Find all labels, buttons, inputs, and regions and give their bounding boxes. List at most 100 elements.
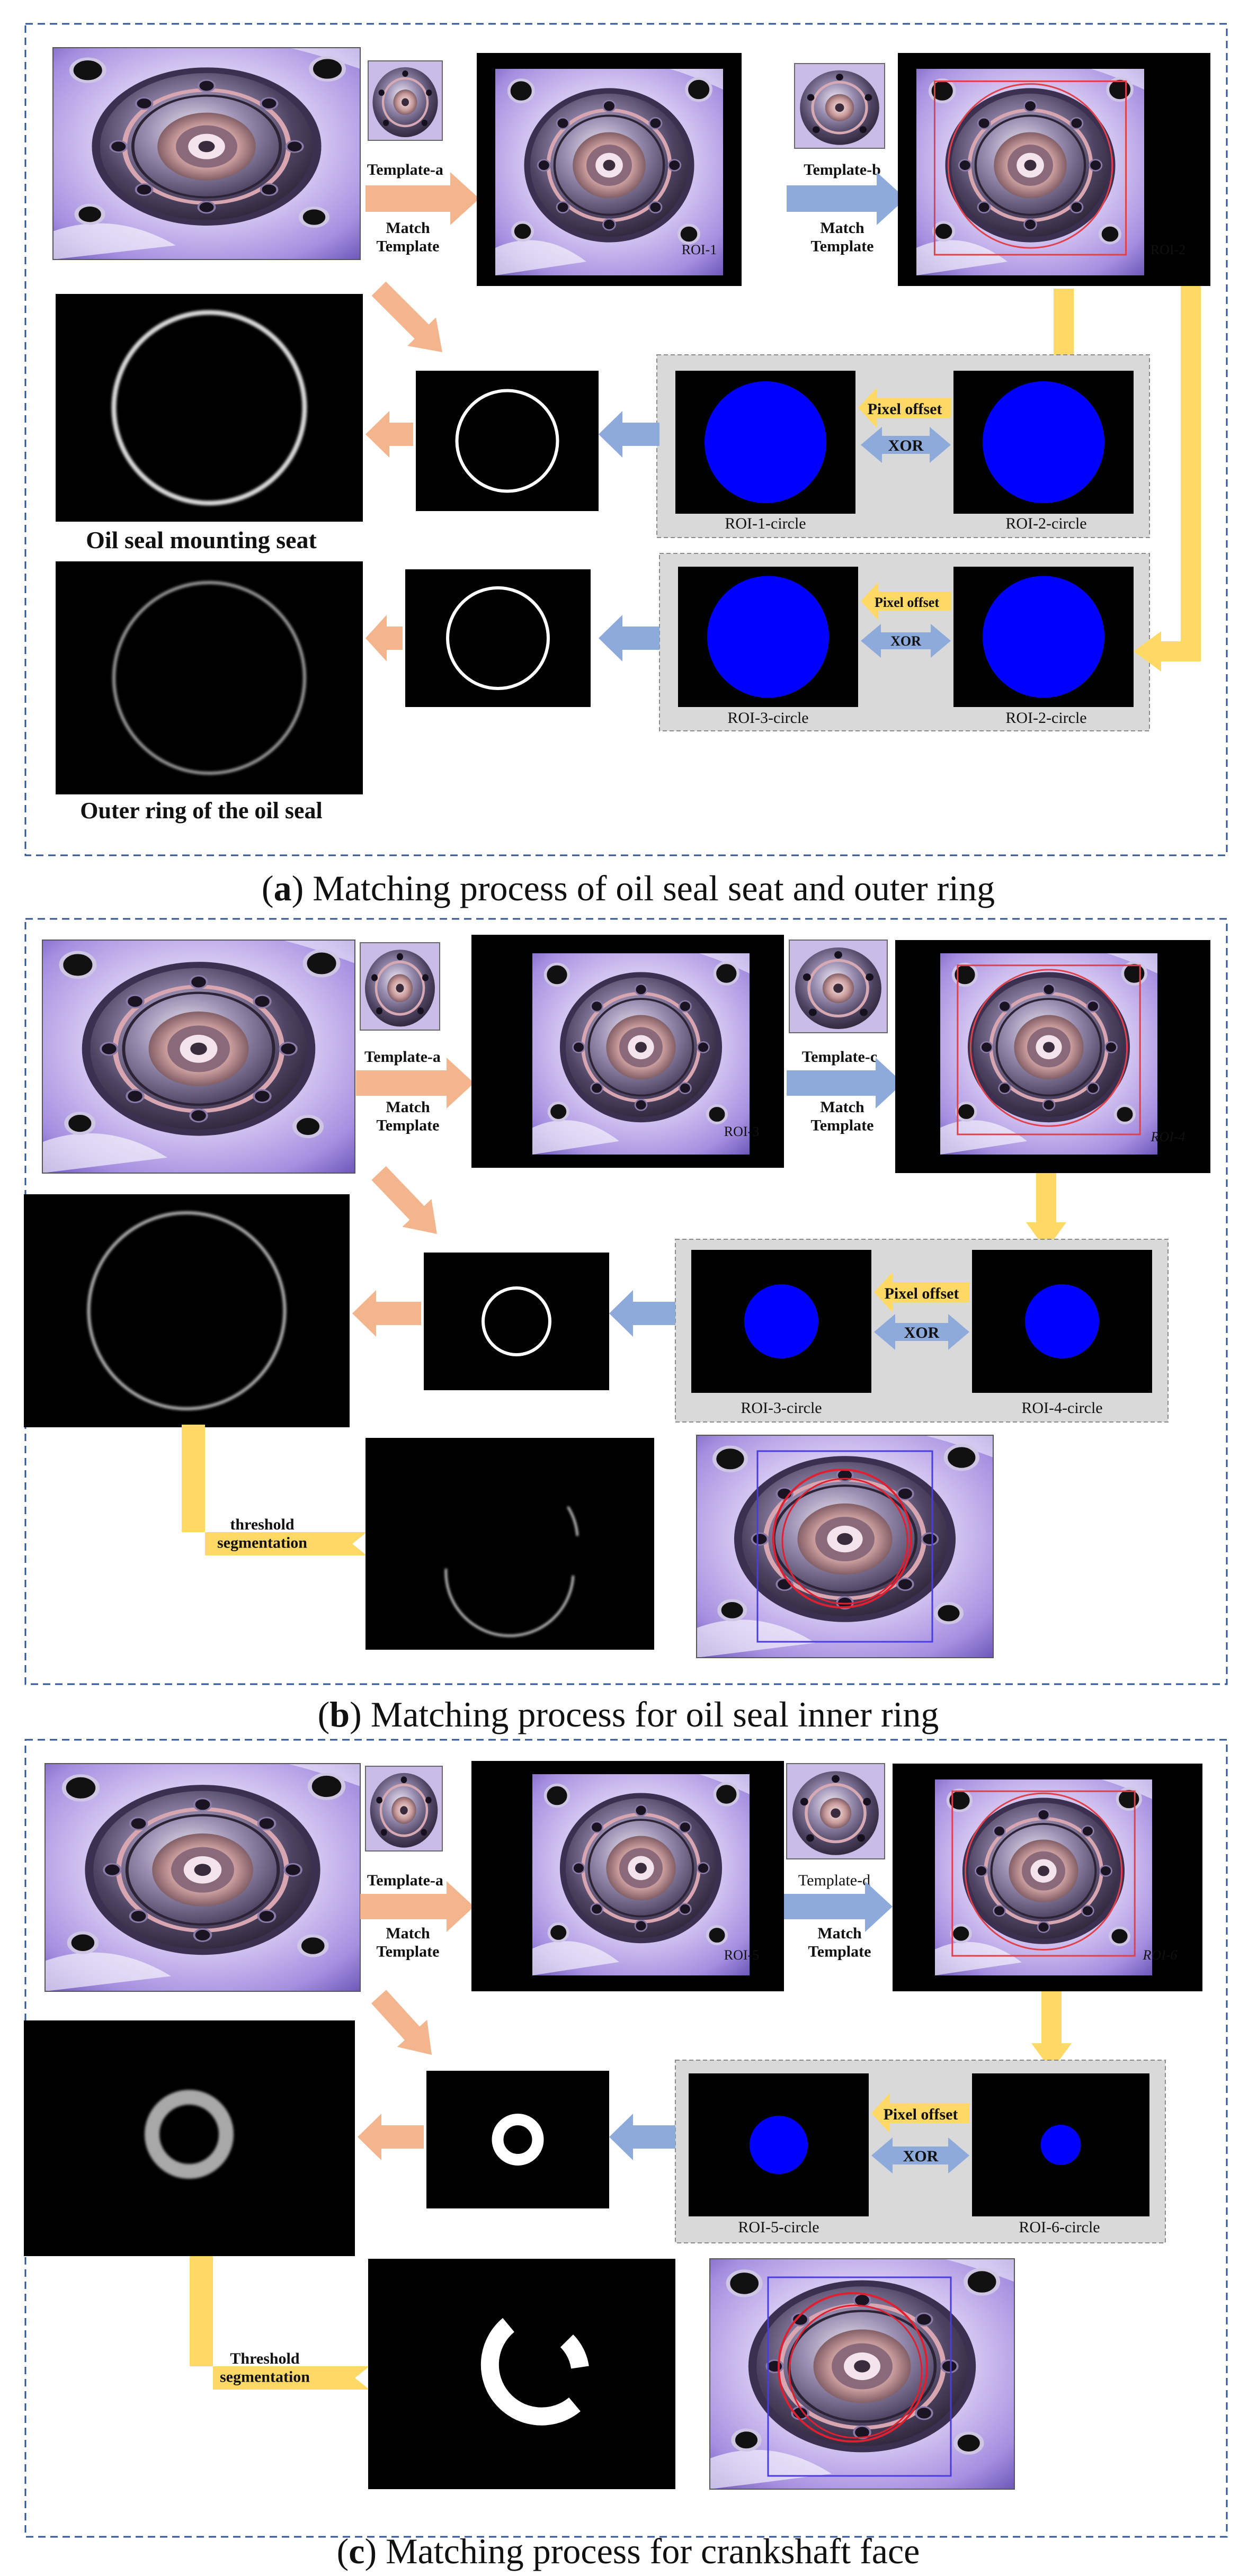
a-template-a-image xyxy=(368,61,442,140)
b-result-red-circle-1 xyxy=(772,1469,912,1608)
c-roi-5-image xyxy=(471,1761,784,1991)
a-roi-1-circle-image xyxy=(675,371,855,514)
a-arrow-left-2 xyxy=(365,411,413,458)
b-template-a-image xyxy=(360,943,440,1030)
c-threshold-arrow xyxy=(190,2256,384,2401)
a-elbow-arrow xyxy=(1134,286,1201,672)
b-arrow-left-2 xyxy=(352,1290,421,1337)
a-xor-arrow-1 xyxy=(861,427,951,463)
b-caption-letter: b xyxy=(329,1694,350,1734)
c-result-red-circle-1 xyxy=(778,2292,928,2443)
b-source-photo xyxy=(42,940,355,1173)
c-template-a-label: Template-a xyxy=(367,1872,443,1889)
a-caption: (a) Matching process of oil seal seat an… xyxy=(262,868,995,908)
a-xor-2: XOR xyxy=(890,633,921,649)
a-pixel-offset-arrow-1 xyxy=(858,388,951,428)
b-arrow-down xyxy=(1026,1173,1066,1250)
a-caption-letter: a xyxy=(274,868,292,908)
c-result-blue-box xyxy=(767,2276,952,2477)
a-ring-result-2 xyxy=(405,569,591,707)
c-template-d-label: Template-d xyxy=(798,1872,870,1889)
c-result-photo xyxy=(710,2259,1014,2489)
c-result-red-circle-2 xyxy=(788,2304,923,2439)
b-template-c-image xyxy=(789,940,887,1033)
c-xor-arrow xyxy=(871,2137,969,2174)
c-template-a-image xyxy=(365,1766,442,1851)
a-oil-seal-seat-image xyxy=(56,294,363,522)
c-crankshaft-image xyxy=(24,2020,355,2256)
b-result-blue-box xyxy=(756,1450,933,1643)
c-pixel-offset-arrow xyxy=(871,2093,969,2133)
a-arrow-diag xyxy=(371,281,443,353)
b-result-red-circle-2 xyxy=(781,1478,908,1605)
a-template-a-label: Template-a xyxy=(367,161,443,178)
a-roi-3-circle-label: ROI-3-circle xyxy=(727,709,808,727)
c-roi-5-image-label: ROI-5 xyxy=(724,1947,759,1963)
a-ring-result-1 xyxy=(416,371,599,511)
a-oil-seal-seat-label: Oil seal mounting seat xyxy=(86,526,317,553)
a-roi-2-image xyxy=(898,53,1210,286)
b-result-photo xyxy=(697,1435,993,1658)
a-pixel-offset-2: Pixel offset xyxy=(875,595,939,610)
c-pixel-offset: Pixel offset xyxy=(884,2106,958,2123)
a-template-b-label: Template-b xyxy=(804,161,881,178)
a-source-photo xyxy=(53,48,360,260)
c-threshold-ring xyxy=(480,2318,589,2426)
b-roi-3-image xyxy=(471,935,784,1168)
b-roi-4-image-label: ROI-4 xyxy=(1151,1129,1185,1144)
a-arrow-left-1 xyxy=(599,411,659,458)
c-arrow-match-2 xyxy=(784,1881,893,1932)
a-caption-text: Matching process of oil seal seat and ou… xyxy=(313,868,995,908)
a-template-b-image xyxy=(795,64,885,148)
a-roi-1-image xyxy=(477,53,742,286)
c-roi-6-circle-label: ROI-6-circle xyxy=(1019,2219,1100,2236)
c-ring-result xyxy=(426,2071,609,2208)
a-roi-2-circle-image-1 xyxy=(953,371,1134,514)
b-pixel-offset-arrow xyxy=(874,1272,969,1312)
c-template-d-image xyxy=(787,1764,885,1859)
a-outer-ring-image xyxy=(56,561,363,794)
b-arrow-match-1 xyxy=(356,1058,474,1108)
a-pixel-offset-1: Pixel offset xyxy=(868,400,942,418)
b-inner-ring-image xyxy=(24,1194,350,1427)
b-threshold-arrow xyxy=(182,1425,381,1567)
a-arrow-left-3 xyxy=(599,615,659,661)
a-roi-2-circle-image-2 xyxy=(953,567,1134,707)
c-arrow-match-1 xyxy=(360,1881,474,1932)
c-arrow-left-2 xyxy=(358,2114,424,2160)
b-caption: (b) Matching process for oil seal inner … xyxy=(318,1694,939,1734)
c-crankshaft-ring xyxy=(145,2090,234,2179)
a-outer-ring-label: Outer ring of the oil seal xyxy=(80,798,322,824)
a-arrow-match-1 xyxy=(365,172,479,225)
c-roi-6-circle-image xyxy=(972,2073,1149,2216)
c-roi-6-image-label: ROI-6 xyxy=(1143,1947,1178,1963)
b-caption-text: Matching process for oil seal inner ring xyxy=(371,1694,939,1734)
a-roi-3-circle-image xyxy=(678,567,858,707)
c-arrow-diag xyxy=(371,1990,432,2055)
a-xor-1: XOR xyxy=(888,437,924,454)
a-roi-2-image-label: ROI-2 xyxy=(1151,242,1185,257)
c-caption-text: Matching process for crankshaft face xyxy=(386,2531,920,2571)
b-template-a-label: Template-a xyxy=(364,1048,441,1066)
c-caption: (c) Matching process for crankshaft face xyxy=(337,2531,920,2571)
panel-a-border xyxy=(24,23,1228,856)
b-roi-4-circle-label: ROI-4-circle xyxy=(1021,1399,1102,1417)
b-arrow-left-1 xyxy=(609,1290,675,1337)
c-roi-5-circle-label: ROI-5-circle xyxy=(738,2219,819,2236)
b-roi-4-circle-image xyxy=(972,1250,1152,1393)
c-caption-letter: c xyxy=(349,2531,364,2571)
c-roi-5-circle-image xyxy=(689,2073,869,2216)
a-roi-2-circle-label-1: ROI-2-circle xyxy=(1005,515,1086,532)
b-threshold-arc xyxy=(444,1506,578,1637)
b-ring-result xyxy=(424,1253,609,1390)
b-xor-arrow xyxy=(874,1314,969,1350)
c-source-photo xyxy=(45,1764,360,1991)
a-roi-1-circle-label: ROI-1-circle xyxy=(725,515,806,532)
